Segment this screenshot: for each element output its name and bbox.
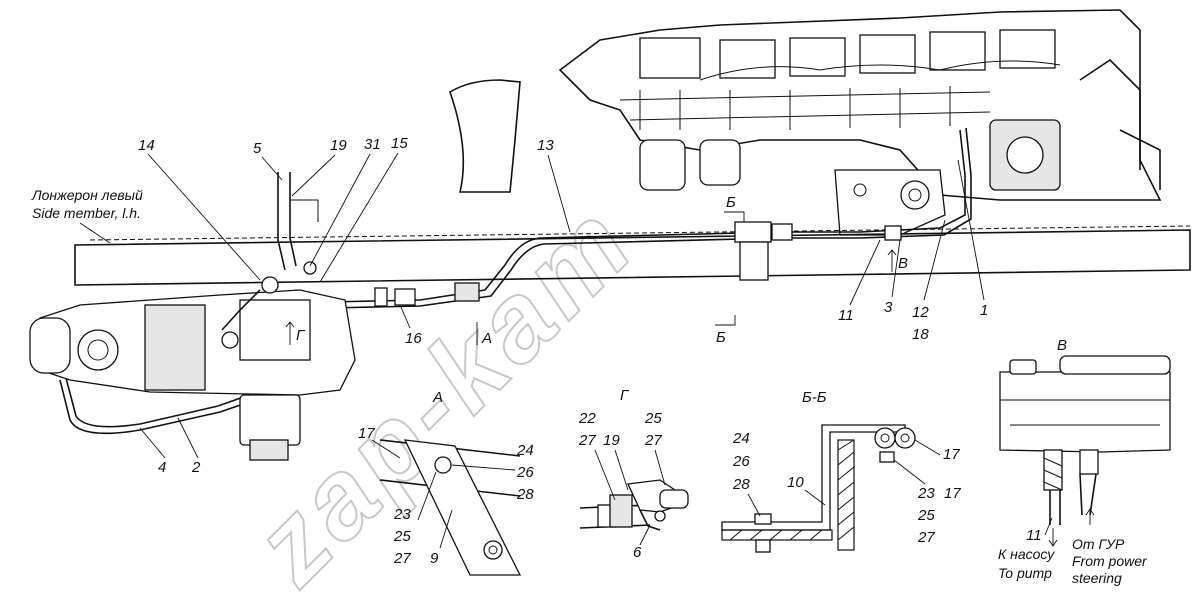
- steering-gear: [29, 261, 356, 461]
- side-member-label-ru: Лонжерон левый: [31, 187, 143, 203]
- view-a-callout-17: 17: [358, 425, 375, 442]
- view-v-callout-11: 11: [1026, 527, 1042, 544]
- callout-18: 18: [912, 326, 929, 343]
- section-mark-b-top: Б: [726, 194, 736, 211]
- callout-15: 15: [391, 135, 408, 152]
- callout-4: 4: [158, 459, 166, 476]
- main-callouts: 14 5 19 31 15 13 Б 11 3 12 18 1 16 А Б Г…: [138, 135, 988, 476]
- bb-callout-10: 10: [787, 474, 804, 491]
- view-mark-a: А: [481, 330, 492, 347]
- side-member: [74, 225, 1191, 286]
- bb-callout-26: 26: [732, 453, 750, 470]
- bb-callout-27: 27: [917, 529, 935, 546]
- view-g-callout-27: 27: [578, 432, 596, 449]
- bb-callout-23: 23: [917, 485, 935, 502]
- side-member-label-en: Side member, l.h.: [32, 205, 141, 221]
- view-g: Г 22 27 19 25 27 6: [578, 387, 689, 561]
- callout-2: 2: [191, 459, 201, 476]
- view-a-callout-23: 23: [393, 506, 411, 523]
- from-ps-en-1: From power: [1072, 553, 1148, 569]
- view-a: А 17 24 26 28 23 25 27 9: [358, 389, 534, 576]
- callout-12: 12: [912, 304, 929, 321]
- bb-callout-28: 28: [732, 476, 750, 493]
- view-g-title: Г: [620, 387, 630, 404]
- view-g-callout-25: 25: [644, 410, 662, 427]
- pipelines: [59, 127, 972, 435]
- callout-19: 19: [330, 137, 347, 154]
- callout-13: 13: [537, 137, 554, 154]
- callout-14: 14: [138, 137, 155, 154]
- bb-callout-24: 24: [732, 430, 750, 447]
- callout-31: 31: [364, 136, 381, 153]
- view-a-callout-9: 9: [430, 550, 439, 567]
- bb-callout-17a: 17: [943, 446, 960, 463]
- bb-callout-25: 25: [917, 507, 935, 524]
- view-mark-g: Г: [296, 327, 306, 344]
- section-b-b: Б-Б 24 26 28 10 17 23 17 25 27: [721, 389, 961, 553]
- view-v-title: В: [1057, 337, 1067, 354]
- callout-1: 1: [980, 302, 988, 319]
- view-v-reservoir: В 11 К насосу To pump От ГУР From power …: [998, 337, 1171, 586]
- view-g-callout-22: 22: [578, 410, 596, 427]
- bb-callout-17b: 17: [944, 485, 961, 502]
- to-pump-en: To pump: [998, 565, 1052, 581]
- from-ps-ru: От ГУР: [1072, 536, 1125, 552]
- section-mark-b-bottom: Б: [716, 329, 726, 346]
- view-g-callout-19: 19: [603, 432, 620, 449]
- callout-16: 16: [405, 330, 422, 347]
- callout-11: 11: [838, 307, 854, 324]
- view-g-callout-27b: 27: [644, 432, 662, 449]
- to-pump-ru: К насосу: [998, 546, 1055, 562]
- view-a-callout-24: 24: [516, 442, 534, 459]
- from-ps-en-2: steering: [1072, 570, 1122, 586]
- view-a-title: А: [432, 389, 443, 406]
- section-b-b-title: Б-Б: [802, 389, 827, 406]
- callout-3: 3: [884, 299, 893, 316]
- callout-5: 5: [253, 140, 262, 157]
- view-g-callout-6: 6: [633, 544, 642, 561]
- engine-assembly: [449, 9, 1162, 236]
- view-a-callout-25: 25: [393, 528, 411, 545]
- view-a-callout-27: 27: [393, 550, 411, 567]
- view-a-callout-28: 28: [516, 486, 534, 503]
- view-a-callout-26: 26: [516, 464, 534, 481]
- view-mark-v: В: [898, 255, 908, 272]
